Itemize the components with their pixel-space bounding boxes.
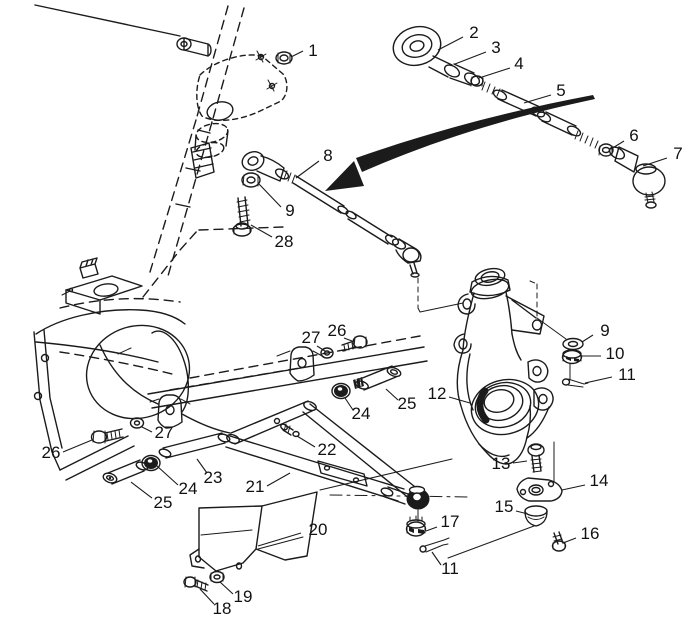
part-leader-19 bbox=[219, 581, 234, 595]
part-label-1: 1 bbox=[308, 41, 317, 60]
part-label-19: 19 bbox=[234, 587, 253, 606]
part-label-26b: 26 bbox=[328, 321, 347, 340]
part-label-27a: 27 bbox=[155, 423, 174, 442]
part-leader-16 bbox=[562, 537, 577, 544]
part-leader-25a bbox=[130, 481, 153, 499]
part-label-10: 10 bbox=[606, 344, 625, 363]
part-leader-17 bbox=[425, 526, 438, 532]
part-leader-26b bbox=[343, 337, 353, 342]
castle-nut-cotterpin bbox=[405, 509, 450, 553]
part-leader-26a bbox=[62, 439, 93, 453]
part-leader-14 bbox=[561, 484, 586, 491]
part-leader-6 bbox=[610, 140, 625, 150]
part-label-21: 21 bbox=[246, 477, 265, 496]
part-label-7: 7 bbox=[673, 144, 682, 163]
part-leader-1 bbox=[290, 50, 304, 58]
part-leader-23 bbox=[196, 458, 208, 474]
ball-joint-mount bbox=[447, 441, 567, 559]
part-leader-28 bbox=[250, 224, 273, 238]
part-label-6: 6 bbox=[629, 126, 638, 145]
part-leader-20 bbox=[257, 532, 302, 547]
part-label-11b: 11 bbox=[441, 559, 459, 578]
a-arm-guard bbox=[183, 491, 318, 592]
part-label-28: 28 bbox=[275, 232, 294, 251]
part-label-23: 23 bbox=[204, 468, 223, 487]
part-label-25b: 25 bbox=[398, 394, 417, 413]
part-label-14: 14 bbox=[590, 471, 609, 490]
part-leader-12 bbox=[448, 396, 471, 404]
part-label-9b: 9 bbox=[600, 321, 609, 340]
part-leader-22 bbox=[296, 435, 316, 448]
part-label-16: 16 bbox=[581, 524, 600, 543]
part-leader-8 bbox=[295, 160, 320, 179]
part-leader-24b bbox=[344, 397, 354, 411]
part-label-9a: 9 bbox=[285, 201, 294, 220]
part-leader-4 bbox=[478, 67, 511, 79]
part-callouts: 1234567892891011121314151617111819202122… bbox=[42, 23, 683, 618]
part-leader-5 bbox=[523, 94, 552, 104]
part-leader-13 bbox=[512, 460, 528, 464]
direction-arrow bbox=[325, 95, 595, 191]
tie-rod-8 bbox=[232, 151, 464, 313]
part-label-11a: 11 bbox=[618, 365, 636, 384]
part-leader-27a bbox=[141, 426, 153, 433]
part-leader-11b bbox=[431, 551, 442, 566]
part-label-8: 8 bbox=[323, 146, 332, 165]
washer-nut-cotterpin-set bbox=[561, 337, 589, 388]
steering-stop-bracket bbox=[194, 50, 288, 159]
part-leader-15 bbox=[515, 510, 529, 515]
part-label-26a: 26 bbox=[42, 443, 61, 462]
part-leader-7 bbox=[642, 157, 668, 167]
part-label-24b: 24 bbox=[352, 404, 371, 423]
part-label-12: 12 bbox=[428, 384, 447, 403]
part-leader-2 bbox=[437, 36, 464, 51]
part-label-17: 17 bbox=[441, 512, 460, 531]
part-leader-9a bbox=[258, 183, 282, 208]
pivot-brackets-fasteners bbox=[90, 335, 368, 444]
part-label-2: 2 bbox=[469, 23, 478, 42]
part-label-22: 22 bbox=[318, 440, 337, 459]
part-label-27b: 27 bbox=[302, 328, 321, 347]
part-label-25a: 25 bbox=[154, 493, 173, 512]
part-leader-18 bbox=[199, 588, 215, 605]
part-leader-3 bbox=[454, 51, 487, 65]
part-leader-21 bbox=[266, 472, 291, 487]
part-leader-25b bbox=[385, 388, 399, 401]
part-leader-27b bbox=[316, 345, 326, 352]
part-label-20: 20 bbox=[309, 520, 328, 539]
part-label-3: 3 bbox=[491, 38, 500, 57]
part-label-18: 18 bbox=[213, 599, 232, 618]
vehicle-frame bbox=[33, 226, 471, 498]
steering-column bbox=[34, 4, 245, 277]
part-label-5: 5 bbox=[556, 81, 565, 100]
part-label-24a: 24 bbox=[179, 479, 198, 498]
part-leader-24a bbox=[156, 465, 179, 486]
part-leader-11a bbox=[584, 376, 613, 384]
part-label-15: 15 bbox=[495, 497, 514, 516]
a-arm bbox=[102, 365, 430, 510]
nut-1 bbox=[275, 51, 293, 65]
tie-rod-end-assembly bbox=[392, 25, 666, 209]
part-label-13: 13 bbox=[492, 454, 511, 473]
part-label-4: 4 bbox=[514, 54, 523, 73]
steering-knuckle bbox=[453, 267, 567, 465]
part-leader-9b bbox=[581, 334, 594, 343]
